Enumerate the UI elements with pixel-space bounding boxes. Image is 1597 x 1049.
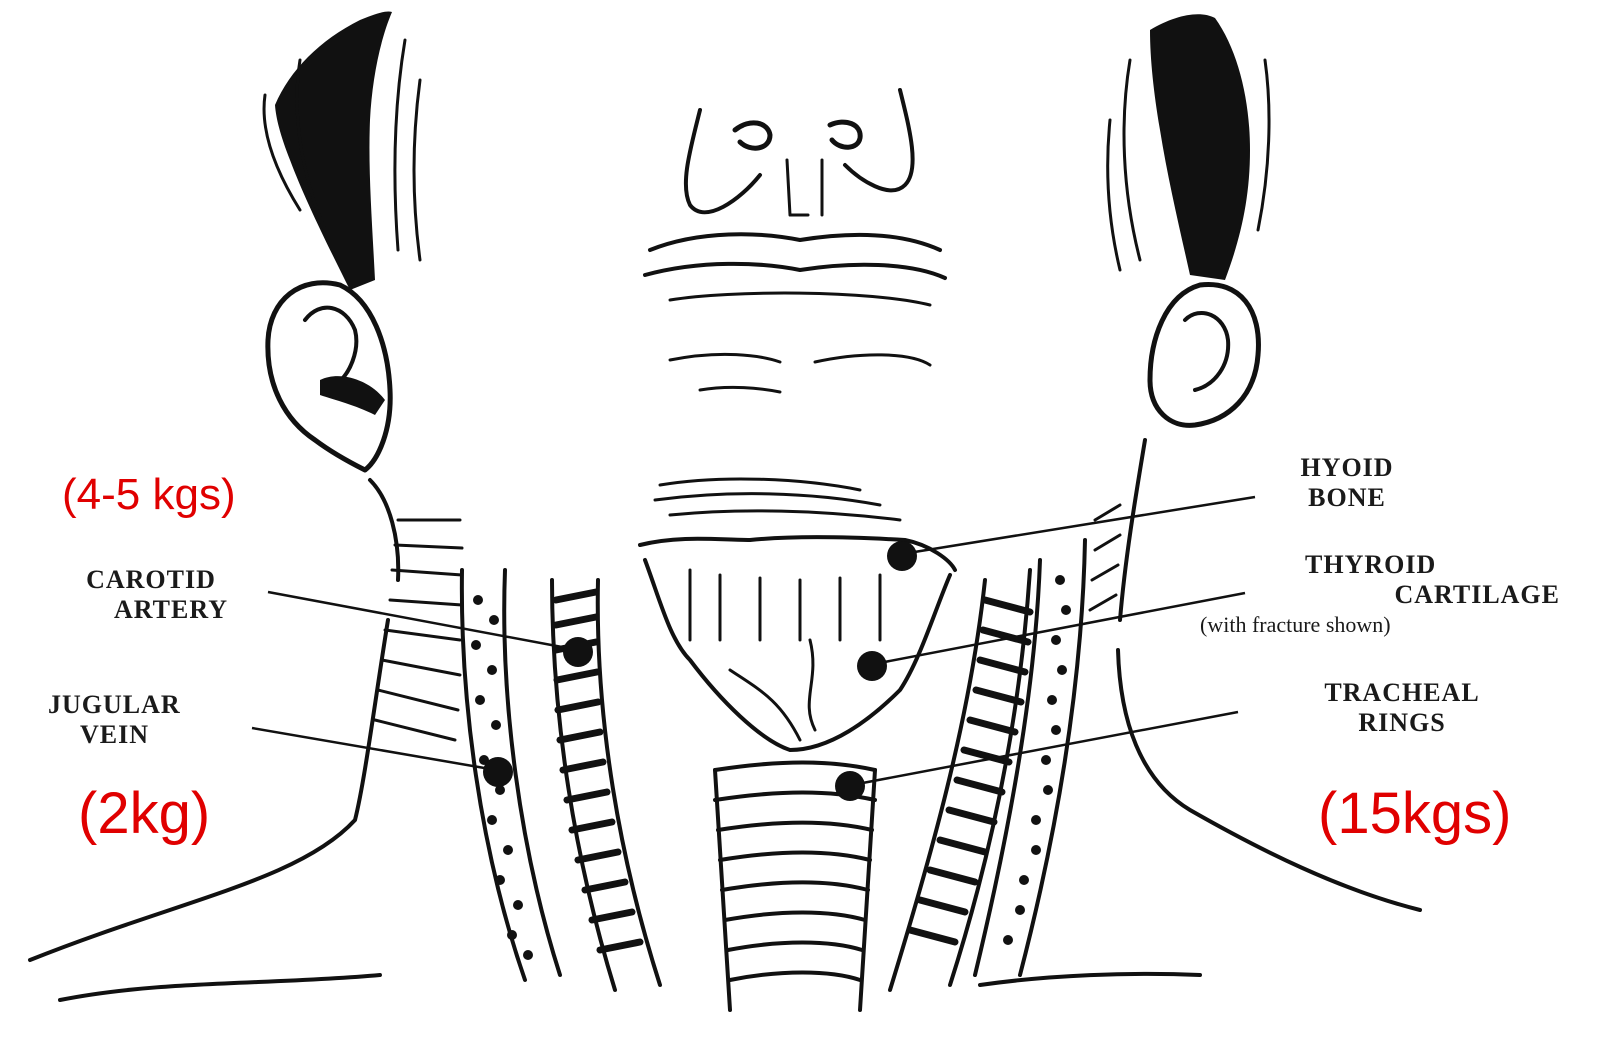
left-ear — [268, 283, 390, 470]
tracheal-rings-label: TRACHEAL RINGS — [1282, 678, 1522, 738]
jugular-force-annotation: (2kg) — [78, 780, 210, 847]
thyroid-cartilage-label-note: (with fracture shown) — [1200, 610, 1580, 640]
right-ear — [1150, 284, 1258, 425]
hyoid-bone-label-line1: HYOID — [1262, 453, 1432, 483]
right-carotid-artery — [890, 570, 1030, 990]
hyoid-bone-label-line2: BONE — [1262, 483, 1432, 513]
thyroid-cartilage-label: THYROID CARTILAGE (with fracture shown) — [1200, 550, 1580, 640]
nose — [686, 90, 913, 215]
carotid-artery-label-line1: CAROTID — [46, 565, 256, 595]
carotid-artery-label: CAROTID ARTERY — [46, 565, 256, 625]
jugular-vein-label: JUGULAR VEIN — [48, 690, 258, 750]
thyroid-cartilage-label-line1: THYROID — [1200, 550, 1580, 580]
hyoid-bone-label: HYOID BONE — [1262, 453, 1432, 513]
tracheal-rings-label-line2: RINGS — [1282, 708, 1522, 738]
left-hair — [264, 12, 420, 290]
mouth — [645, 234, 945, 392]
jugular-vein-label-line1: JUGULAR — [48, 690, 258, 720]
right-hair — [1108, 14, 1269, 280]
carotid-force-annotation: (4-5 kgs) — [62, 470, 236, 520]
carotid-artery-label-line2: ARTERY — [46, 595, 256, 625]
jugular-vein-label-line2: VEIN — [48, 720, 258, 750]
trachea-force-annotation: (15kgs) — [1318, 780, 1511, 847]
thyroid-cartilage-label-line2: CARTILAGE — [1200, 580, 1580, 610]
left-neck-muscle — [375, 520, 462, 740]
tracheal-rings-label-line1: TRACHEAL — [1282, 678, 1522, 708]
chin-creases — [655, 479, 900, 520]
